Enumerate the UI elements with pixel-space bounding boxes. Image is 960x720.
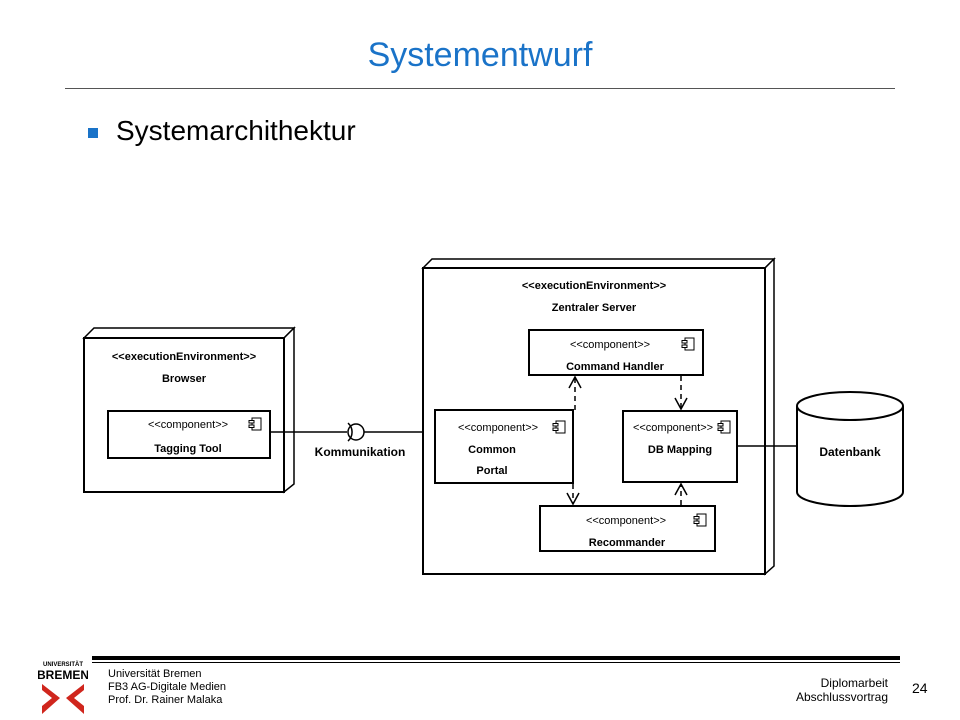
common-portal-name-1: Common [468,444,516,456]
footer-doc-line1: Diplomarbeit [820,676,888,690]
component-db-mapping: <<component>> DB Mapping [622,410,738,483]
footer-document-block: Diplomarbeit Abschlussvortrag [740,676,888,704]
common-portal-stereotype: <<component>> [458,422,538,434]
browser-stereotype: <<executionEnvironment>> [112,351,256,363]
bullet-text: Systemarchithektur [116,115,356,146]
command-handler-stereotype: <<component>> [570,339,650,351]
title-divider [65,88,895,89]
component-command-handler: <<component>> Command Handler [528,329,704,376]
command-handler-name: Command Handler [566,361,665,373]
tagging-tool-stereotype: <<component>> [148,419,228,431]
recommander-name: Recommander [589,537,666,549]
interface-label: Kommunikation [315,445,406,459]
database-label: Datenbank [819,445,881,459]
footer-doc-line2: Abschlussvortrag [795,690,888,704]
interface-kommunikation: Kommunikation [270,422,434,459]
server-stereotype: <<executionEnvironment>> [522,280,666,292]
footer-divider-thin [92,662,900,663]
university-logo-icon: UNIVERSITÄT BREMEN [38,661,88,714]
footer-institution-block: Universität Bremen FB3 AG-Digitale Medie… [108,668,226,707]
slide-title: Systementwurf [367,36,593,74]
browser-name: Browser [162,373,207,385]
db-mapping-stereotype: <<component>> [633,422,713,434]
recommander-stereotype: <<component>> [586,515,666,527]
bullet-square-icon [88,128,98,138]
dependency-recommander-to-db-mapping [674,482,688,505]
component-tagging-tool: <<component>> Tagging Tool [107,410,271,459]
dependency-command-handler-to-db-mapping [674,376,688,411]
component-common-portal: <<component>> Common Portal [434,409,574,484]
database-cylinder: Datenbank [796,391,904,507]
page-number: 24 [912,680,928,696]
footer-divider-thick [92,656,900,660]
dependency-portal-to-recommander [566,484,580,506]
component-recommander: <<component>> Recommander [539,505,716,552]
dependency-portal-to-command-handler [568,375,582,410]
logo-text-bottom: BREMEN [38,668,88,682]
common-portal-name-2: Portal [476,465,507,477]
footer-institution: Universität Bremen [108,668,202,680]
footer-department: FB3 AG-Digitale Medien [108,681,226,693]
logo-text-top: UNIVERSITÄT [43,661,83,668]
footer-professor: Prof. Dr. Rainer Malaka [108,694,223,706]
server-name: Zentraler Server [552,302,637,314]
tagging-tool-name: Tagging Tool [154,443,221,455]
db-mapping-name: DB Mapping [648,444,712,456]
